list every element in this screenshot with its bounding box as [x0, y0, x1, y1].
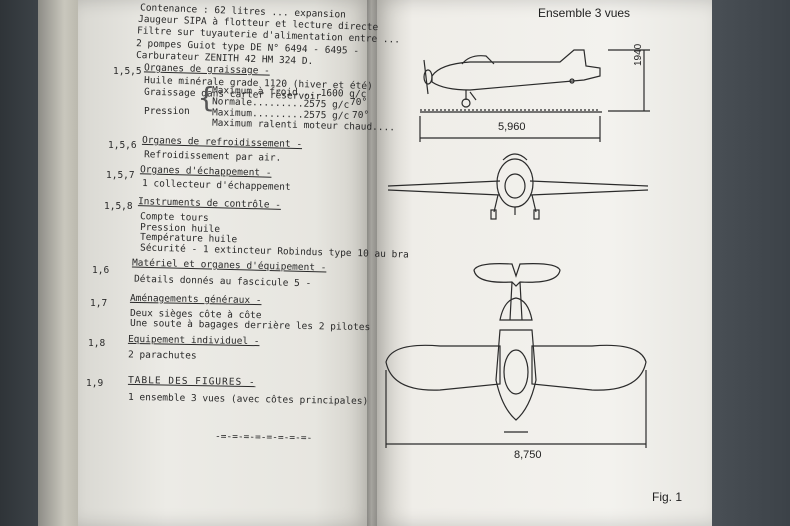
span-dimension: 8,750 — [514, 449, 542, 461]
section-number: 1,5,7 — [106, 170, 135, 181]
book-edge — [38, 0, 82, 526]
section-number: 1,5,8 — [104, 201, 133, 212]
section-number: 1,7 — [90, 298, 108, 309]
figure-heading: Ensemble 3 vues — [538, 6, 631, 20]
span-dimension-line — [385, 370, 647, 448]
table-background — [712, 0, 790, 526]
brace-open: { — [198, 81, 215, 114]
book-gutter — [367, 0, 377, 526]
section-number: 1,8 — [88, 338, 106, 349]
section-number: 1,9 — [86, 378, 104, 389]
length-dimension-line — [419, 116, 601, 142]
figure-label: Fig. 1 — [652, 490, 683, 504]
section-number: 1,5,6 — [108, 140, 137, 151]
section-number: 1,6 — [92, 265, 110, 276]
pression-label: Pression — [144, 106, 190, 117]
right-page — [372, 0, 712, 526]
top-view — [385, 263, 647, 433]
left-page — [78, 0, 374, 526]
height-dimension-line — [608, 49, 650, 112]
side-view — [420, 49, 602, 113]
pression-temp: 70° — [352, 110, 370, 121]
section-number: 1,5,5 — [113, 66, 142, 77]
length-dimension: 5,960 — [498, 121, 526, 133]
front-view — [387, 153, 649, 220]
pression-temp: 70° — [350, 97, 368, 108]
